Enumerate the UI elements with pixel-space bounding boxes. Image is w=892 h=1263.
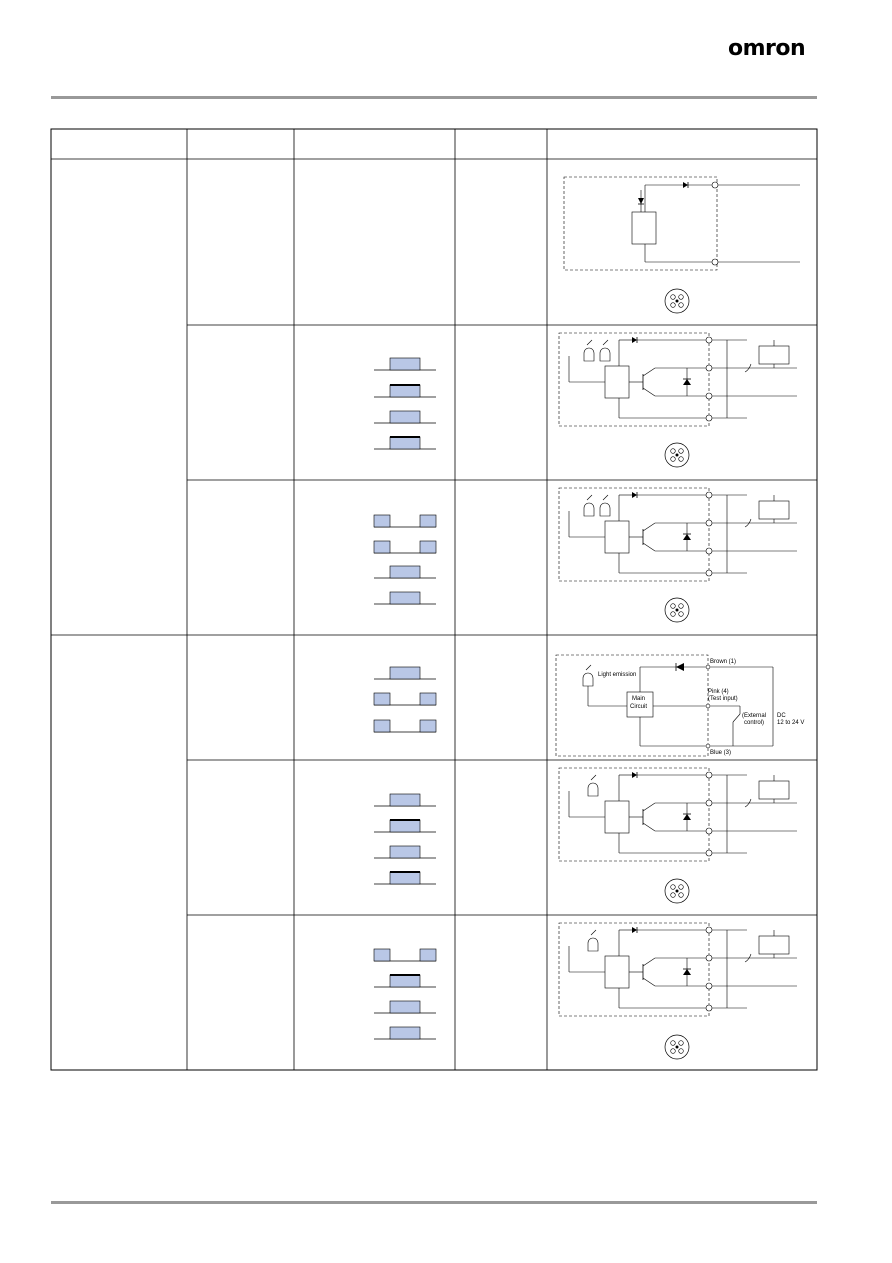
label-voltage: 12 to 24 V bbox=[777, 720, 804, 726]
label-circuit: Circuit bbox=[630, 704, 647, 710]
wiring-diagram-row-2 bbox=[558, 332, 798, 468]
label-blue: Blue (3) bbox=[710, 750, 731, 756]
header-rule bbox=[51, 96, 817, 99]
timing-chart-row-4 bbox=[373, 666, 437, 733]
label-light-emission: Light emission bbox=[598, 672, 636, 678]
timing-chart-row-6 bbox=[373, 948, 437, 1040]
label-main: Main bbox=[632, 696, 645, 702]
timing-chart-row-2 bbox=[373, 357, 437, 450]
label-test-input: (Test input) bbox=[708, 696, 738, 702]
label-external: (External bbox=[742, 713, 766, 719]
wiring-diagram-emitter bbox=[563, 176, 800, 314]
wiring-diagram-row-5 bbox=[558, 767, 798, 904]
footer-rule bbox=[51, 1201, 817, 1204]
label-brown: Brown (1) bbox=[710, 659, 736, 665]
label-dc: DC bbox=[777, 713, 786, 719]
wiring-diagram-emitter-test-input: Brown (1) Light emission Main Circuit Pi… bbox=[555, 654, 804, 757]
wiring-diagram-row-3 bbox=[558, 487, 798, 623]
label-pink: Pink (4) bbox=[708, 689, 729, 695]
omron-logo: omron bbox=[728, 36, 806, 61]
timing-chart-row-5 bbox=[373, 793, 437, 885]
label-control: control) bbox=[744, 720, 764, 726]
timing-chart-row-3 bbox=[373, 514, 437, 605]
wiring-diagram-row-6 bbox=[558, 922, 798, 1060]
